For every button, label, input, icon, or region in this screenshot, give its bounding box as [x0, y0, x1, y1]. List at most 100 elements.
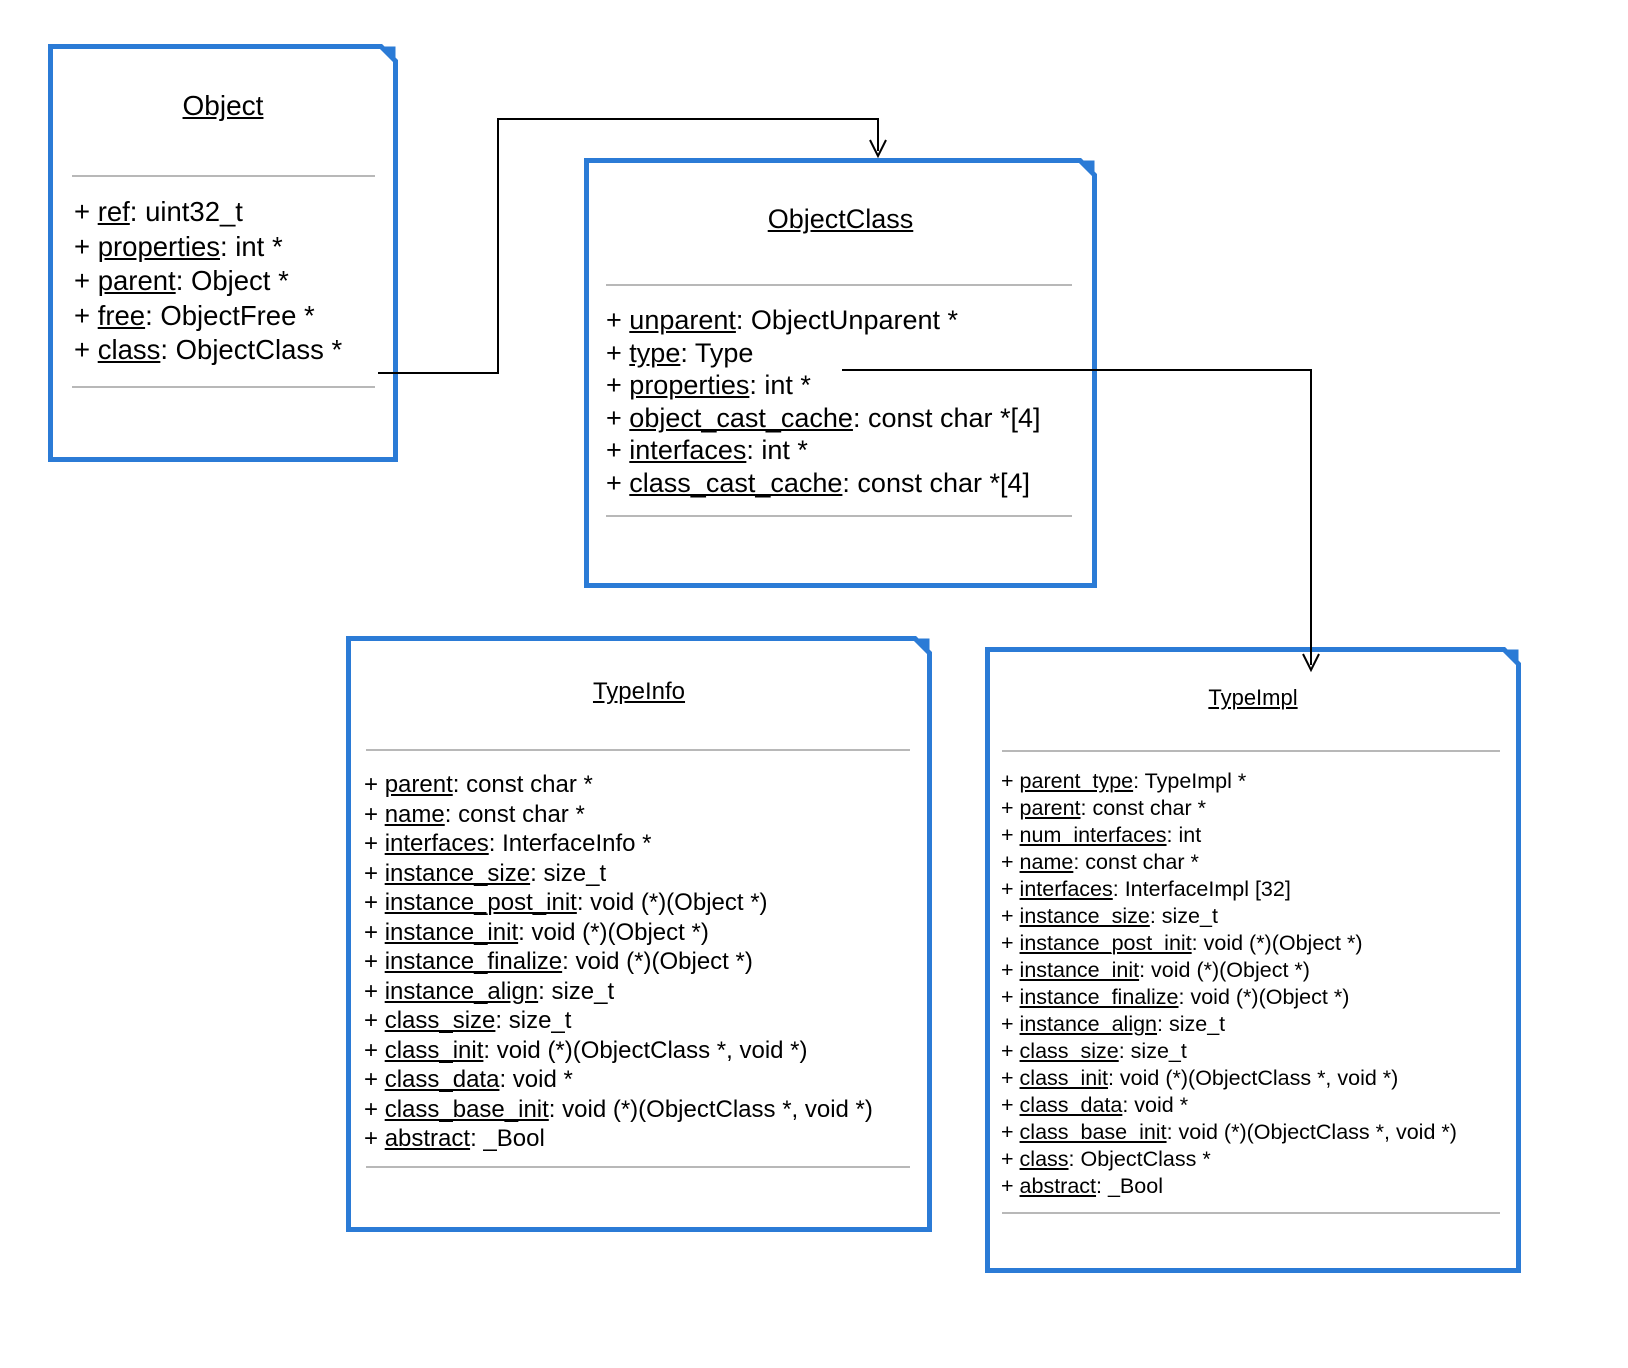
attribute-type: : size_t	[538, 977, 615, 1005]
visibility-marker: +	[1001, 1039, 1014, 1063]
objectclass-class-box[interactable]: ObjectClass + unparent: ObjectUnparent *…	[584, 158, 1097, 588]
objectclass-title: ObjectClass	[767, 204, 914, 234]
visibility-marker: +	[364, 830, 379, 857]
attribute-row: + object_cast_cache: const char *[4]	[606, 402, 1041, 435]
attribute-type: : void (*)(Object *)	[562, 948, 753, 975]
attribute-type: : _Bool	[470, 1125, 545, 1152]
attribute-type: : InterfaceImpl [32]	[1112, 877, 1291, 901]
attribute-type: : int *	[749, 370, 811, 400]
attribute-row: + instance_align: size_t	[364, 977, 873, 1007]
visibility-marker: +	[364, 771, 379, 798]
attribute-name: instance_size	[384, 859, 531, 887]
attribute-name: class_init	[1019, 1066, 1108, 1090]
attribute-type: : void (*)(ObjectClass *, void *)	[1107, 1066, 1399, 1090]
visibility-marker: +	[1001, 985, 1014, 1009]
typeimpl-attribute-list: + parent_type: TypeImpl *+ parent: const…	[1001, 768, 1457, 1200]
attribute-type: : int	[1166, 823, 1202, 847]
attribute-name: class	[97, 334, 161, 365]
attribute-name: instance_post_init	[1019, 931, 1192, 955]
attribute-name: class_init	[384, 1036, 484, 1064]
attribute-type: : TypeImpl *	[1133, 769, 1247, 793]
objectclass-divider-bottom	[606, 515, 1072, 517]
attribute-name: class_cast_cache	[629, 467, 843, 498]
attribute-type: : Type	[680, 337, 754, 368]
attribute-type: : uint32_t	[129, 196, 243, 227]
attribute-row: + class_data: void *	[364, 1065, 873, 1095]
visibility-marker: +	[606, 467, 622, 498]
object-class-box[interactable]: Object + ref: uint32_t+ properties: int …	[48, 44, 398, 462]
attribute-row: + instance_size: size_t	[1001, 903, 1457, 930]
attribute-row: + class_data: void *	[1001, 1092, 1457, 1119]
visibility-marker: +	[1001, 769, 1014, 793]
attribute-name: ref	[97, 196, 130, 227]
visibility-marker: +	[364, 1007, 379, 1034]
typeinfo-box-frame	[346, 636, 932, 1232]
attribute-name: properties	[97, 230, 220, 262]
visibility-marker: +	[364, 1125, 379, 1152]
attribute-row: + parent: const char *	[364, 770, 873, 800]
attribute-type: : size_t	[530, 859, 607, 887]
attribute-name: class_base_init	[384, 1095, 549, 1123]
attribute-type: : void (*)(Object *)	[1191, 931, 1363, 955]
typeinfo-attribute-list: + parent: const char *+ name: const char…	[364, 770, 873, 1154]
attribute-type: : void (*)(ObjectClass *, void *)	[1166, 1120, 1457, 1144]
attribute-name: class	[1019, 1147, 1069, 1171]
attribute-type: : void (*)(Object *)	[1178, 985, 1350, 1009]
attribute-name: class_data	[384, 1066, 500, 1093]
attribute-type: : const char *	[1073, 850, 1199, 874]
visibility-marker: +	[1001, 796, 1014, 820]
visibility-marker: +	[1001, 850, 1014, 874]
visibility-marker: +	[364, 918, 379, 946]
typeimpl-class-box[interactable]: TypeImpl + parent_type: TypeImpl *+ pare…	[985, 647, 1521, 1273]
attribute-name: object_cast_cache	[629, 402, 853, 433]
attribute-row: + class_size: size_t	[364, 1006, 873, 1036]
attribute-type: : Object *	[175, 265, 289, 296]
object-attribute-list: + ref: uint32_t+ properties: int *+ pare…	[74, 195, 342, 368]
typeinfo-class-box[interactable]: TypeInfo + parent: const char *+ name: c…	[346, 636, 932, 1232]
attribute-row: + interfaces: InterfaceImpl [32]	[1001, 876, 1457, 903]
visibility-marker: +	[1001, 958, 1014, 982]
visibility-marker: +	[74, 334, 91, 365]
visibility-marker: +	[1001, 931, 1014, 955]
visibility-marker: +	[364, 800, 379, 828]
attribute-row: + ref: uint32_t	[74, 195, 342, 230]
attribute-name: parent	[97, 265, 176, 296]
visibility-marker: +	[364, 977, 379, 1005]
attribute-name: name	[1019, 850, 1074, 874]
attribute-row: + parent_type: TypeImpl *	[1001, 768, 1457, 795]
attribute-row: + interfaces: int *	[606, 434, 1041, 467]
attribute-row: + instance_init: void (*)(Object *)	[1001, 957, 1457, 984]
attribute-type: : const char *	[444, 800, 585, 828]
visibility-marker: +	[1001, 1120, 1014, 1144]
visibility-marker: +	[364, 948, 379, 975]
attribute-row: + instance_finalize: void (*)(Object *)	[1001, 984, 1457, 1011]
attribute-type: : void (*)(Object *)	[576, 889, 768, 916]
attribute-row: + instance_finalize: void (*)(Object *)	[364, 947, 873, 977]
visibility-marker: +	[364, 1095, 379, 1123]
attribute-type: : const char *	[1080, 796, 1206, 820]
attribute-type: : void *	[1122, 1093, 1189, 1117]
object-to-objectclass-connector	[378, 118, 887, 374]
attribute-name: abstract	[384, 1125, 471, 1152]
attribute-name: class_size	[384, 1007, 496, 1034]
attribute-type: : size_t	[495, 1007, 572, 1034]
visibility-marker: +	[1001, 1012, 1014, 1036]
visibility-marker: +	[606, 370, 622, 400]
visibility-marker: +	[1001, 877, 1014, 901]
attribute-type: : ObjectFree *	[145, 299, 315, 331]
visibility-marker: +	[606, 305, 622, 335]
attribute-name: instance_finalize	[1019, 985, 1179, 1009]
attribute-row: + type: Type	[606, 337, 1041, 370]
attribute-type: : size_t	[1157, 1012, 1226, 1036]
attribute-name: num_interfaces	[1019, 823, 1167, 847]
attribute-type: : void (*)(ObjectClass *, void *)	[483, 1036, 808, 1064]
visibility-marker: +	[1001, 823, 1014, 847]
attribute-row: + instance_size: size_t	[364, 859, 873, 889]
typeimpl-box-frame	[985, 647, 1521, 1273]
visibility-marker: +	[1001, 1066, 1014, 1090]
attribute-row: + abstract: _Bool	[1001, 1173, 1457, 1200]
attribute-name: interfaces	[384, 830, 489, 857]
attribute-row: + unparent: ObjectUnparent *	[606, 304, 1041, 337]
visibility-marker: +	[74, 299, 91, 331]
